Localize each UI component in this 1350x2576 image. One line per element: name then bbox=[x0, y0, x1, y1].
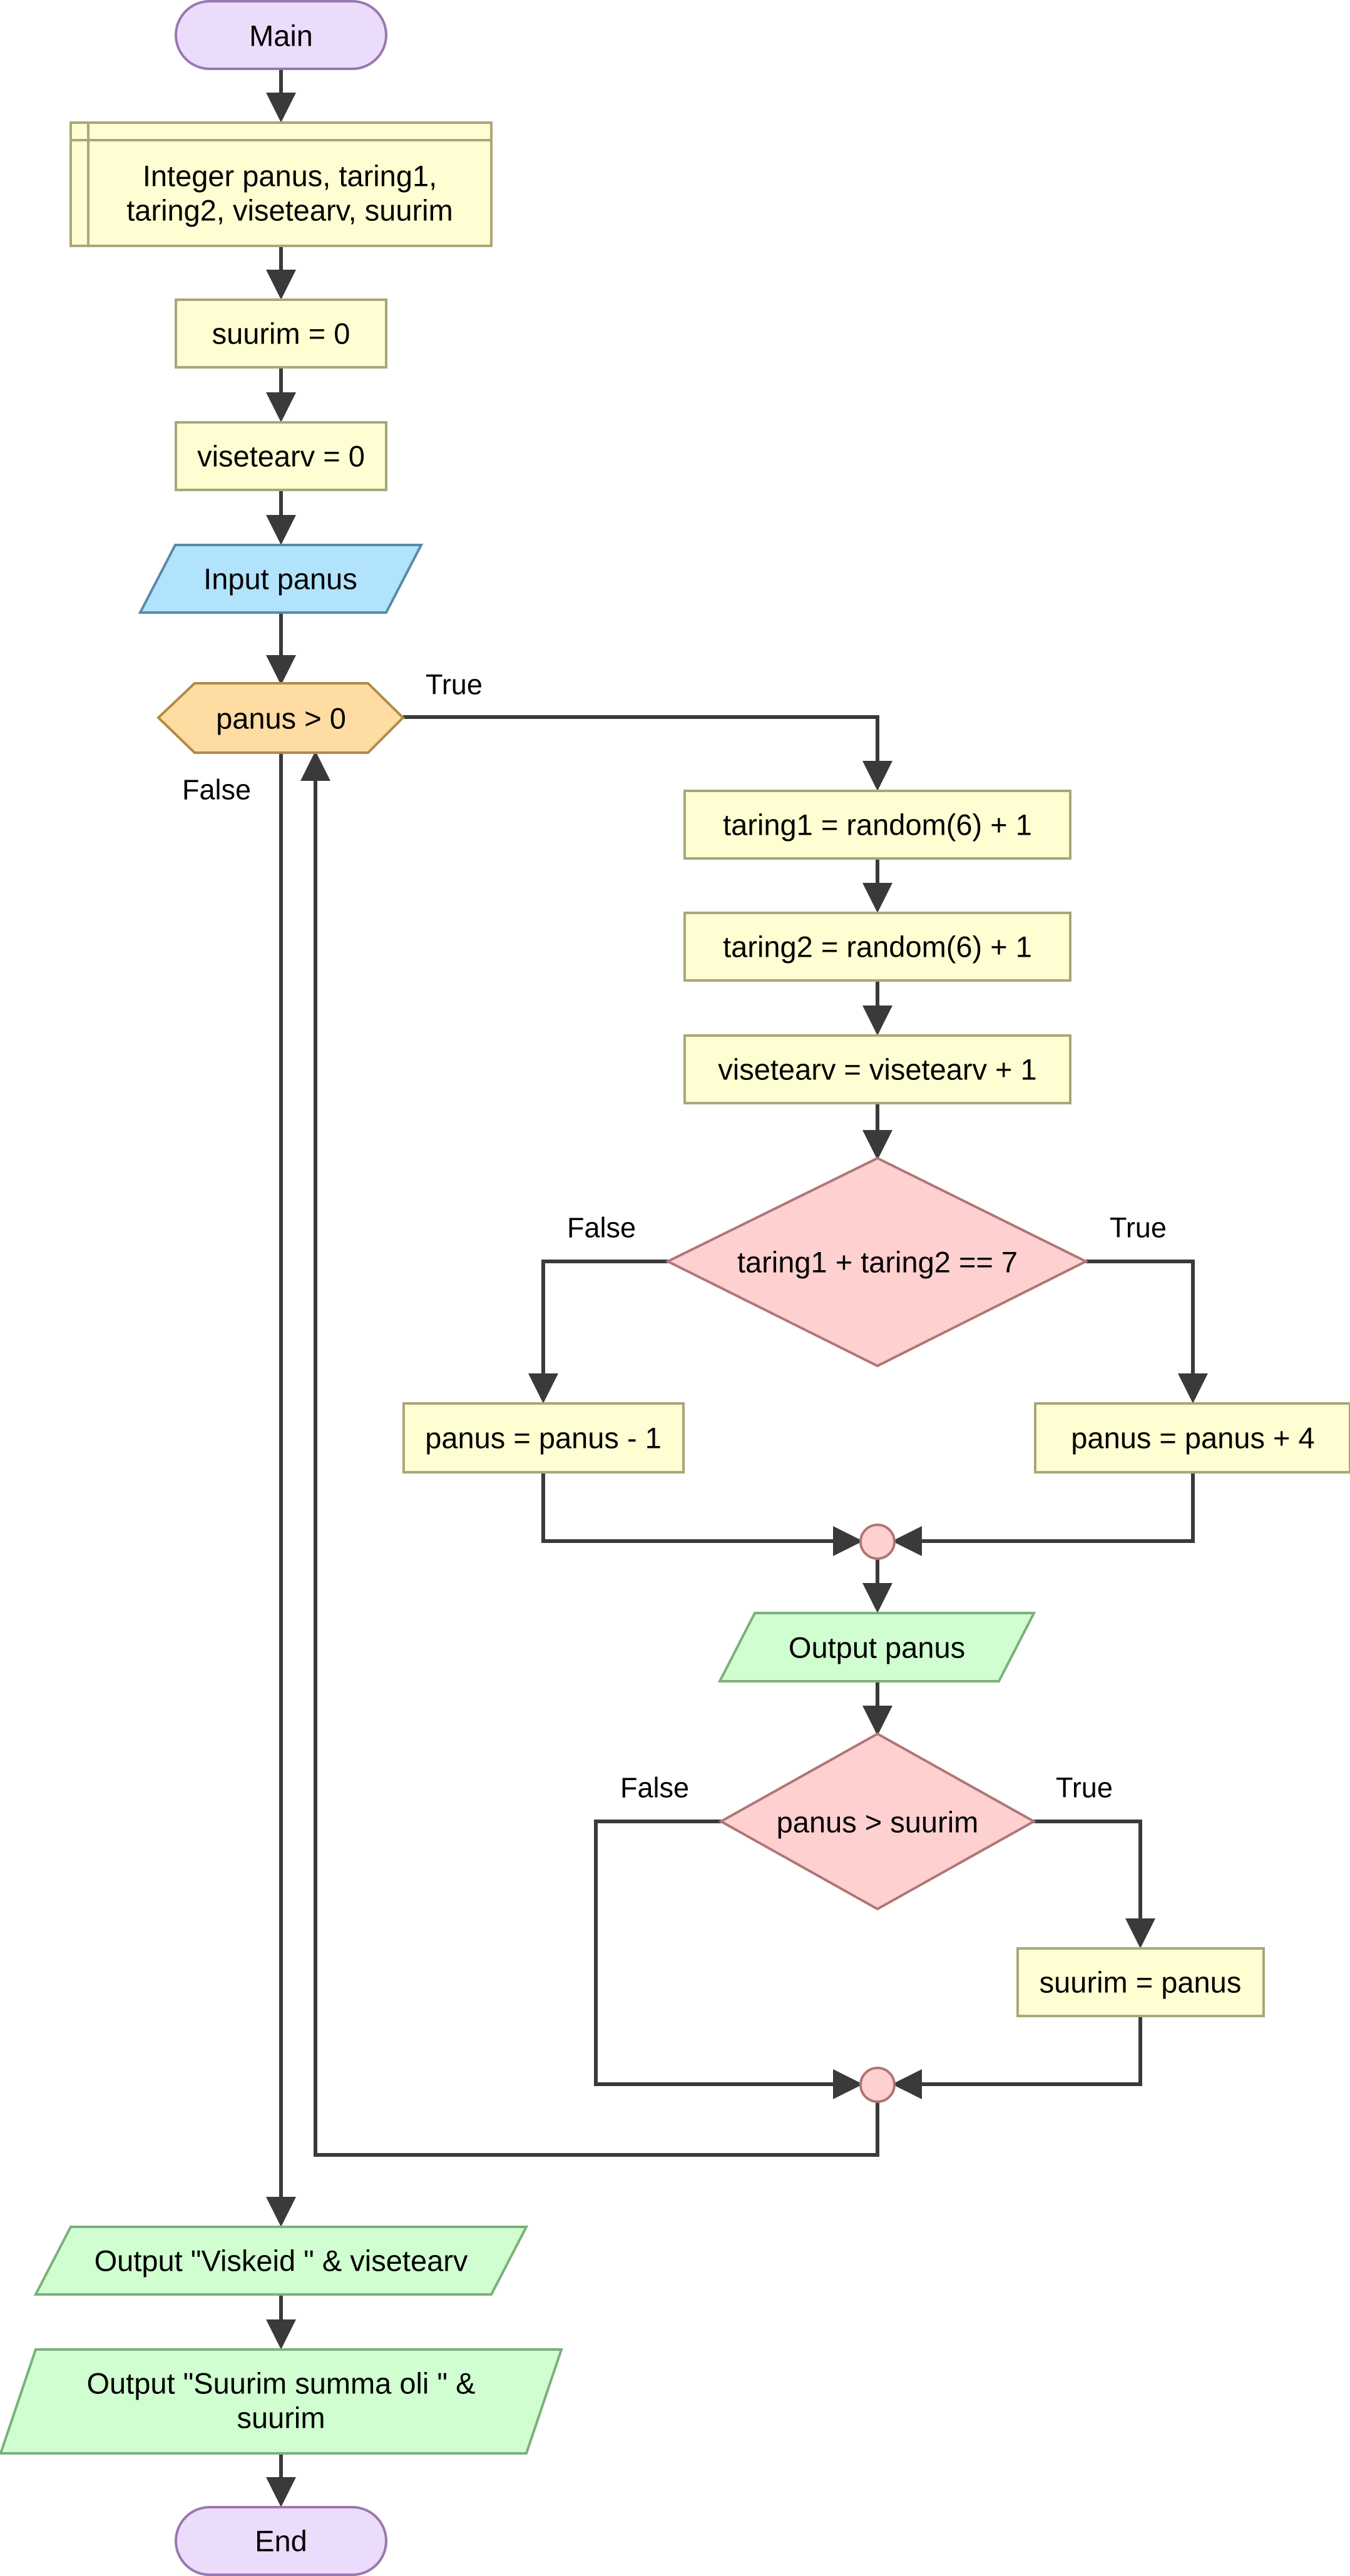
loop-false-label: False bbox=[182, 774, 251, 806]
visetearv-init-box: visetearv = 0 bbox=[175, 421, 387, 491]
suurim-init-box: suurim = 0 bbox=[175, 298, 387, 369]
visetearv-inc-label: visetearv = visetearv + 1 bbox=[718, 1053, 1036, 1086]
edge-if-max-true bbox=[1034, 1820, 1155, 1948]
end-terminal: End bbox=[175, 2506, 387, 2576]
output-suurim-line-2: suurim bbox=[237, 2401, 325, 2435]
panus-plus-label: panus = panus + 4 bbox=[1071, 1422, 1314, 1455]
output-viskeid-shape bbox=[33, 2226, 529, 2296]
visetearv-inc-box: visetearv = visetearv + 1 bbox=[683, 1034, 1071, 1104]
output-viskeid: Output "Viskeid " & visetearv bbox=[33, 2226, 529, 2296]
if-max-decision: panus > suurim bbox=[718, 1732, 1037, 1911]
output-panus-shape bbox=[717, 1612, 1036, 1683]
taring2-box: taring2 = random(6) + 1 bbox=[683, 912, 1071, 982]
if-seven-true-label: True bbox=[1110, 1212, 1167, 1244]
panus-minus-shape bbox=[402, 1402, 685, 1474]
if-max-true-label: True bbox=[1056, 1772, 1113, 1804]
loop-true-label: True bbox=[426, 669, 483, 701]
output-suurim: Output "Suurim summa oli " & suurim bbox=[0, 2348, 563, 2455]
suurim-init-label: suurim = 0 bbox=[212, 317, 350, 350]
if-seven-shape bbox=[665, 1156, 1089, 1368]
loop-condition-label: panus > 0 bbox=[216, 702, 346, 735]
output-suurim-line-1: Output "Suurim summa oli " & bbox=[86, 2367, 475, 2400]
visetearv-init-label: visetearv = 0 bbox=[197, 440, 365, 473]
taring1-box: taring1 = random(6) + 1 bbox=[683, 790, 1071, 860]
panus-minus-label: panus = panus - 1 bbox=[425, 1422, 662, 1455]
taring1-label: taring1 = random(6) + 1 bbox=[723, 808, 1032, 842]
declare-line-1: Integer panus, taring1, bbox=[143, 160, 437, 193]
if-seven-decision: taring1 + taring2 == 7 bbox=[665, 1156, 1089, 1368]
output-viskeid-label: Output "Viskeid " & visetearv bbox=[95, 2244, 468, 2278]
output-panus-label: Output panus bbox=[789, 1631, 965, 1664]
end-terminal-shape bbox=[175, 2506, 387, 2576]
input-panus: Input panus bbox=[138, 544, 424, 614]
visetearv-inc-shape bbox=[683, 1034, 1071, 1104]
edge-loop-true bbox=[403, 715, 892, 791]
edge-if-max-false bbox=[594, 1820, 863, 2099]
taring1-shape bbox=[683, 790, 1071, 860]
edge-if-seven-false bbox=[528, 1260, 668, 1403]
suurim-init-shape bbox=[175, 298, 387, 369]
taring2-label: taring2 = random(6) + 1 bbox=[723, 930, 1032, 964]
edge-if-seven-true bbox=[1086, 1260, 1208, 1403]
input-panus-label: Input panus bbox=[203, 563, 357, 596]
panus-plus-shape bbox=[1034, 1402, 1350, 1474]
suurim-panus-box: suurim = panus bbox=[1016, 1947, 1265, 2017]
loop-condition-shape bbox=[156, 682, 405, 754]
start-terminal-shape bbox=[175, 0, 387, 70]
declare-box-shape bbox=[69, 121, 493, 247]
output-panus: Output panus bbox=[717, 1612, 1036, 1683]
panus-plus-box: panus = panus + 4 bbox=[1034, 1402, 1350, 1474]
if-seven-false-label: False bbox=[567, 1212, 636, 1244]
connectors bbox=[266, 69, 1208, 2507]
merge-point-2 bbox=[859, 2067, 896, 2103]
if-max-false-label: False bbox=[620, 1772, 689, 1804]
edge-minus-to-merge bbox=[541, 1472, 863, 1556]
if-max-shape bbox=[718, 1732, 1037, 1911]
start-terminal-label: Main bbox=[249, 19, 313, 53]
start-terminal: Main bbox=[175, 0, 387, 70]
panus-minus-box: panus = panus - 1 bbox=[402, 1402, 685, 1474]
suurim-panus-label: suurim = panus bbox=[1040, 1966, 1242, 1999]
end-terminal-label: End bbox=[255, 2525, 307, 2558]
suurim-panus-shape bbox=[1016, 1947, 1265, 2017]
input-panus-shape bbox=[138, 544, 424, 614]
loop-condition: panus > 0 bbox=[156, 682, 405, 754]
merge-point-1 bbox=[859, 1524, 896, 1560]
edge-suurim-panus-to-merge bbox=[892, 2016, 1142, 2099]
taring2-shape bbox=[683, 912, 1071, 982]
declare-box: Integer panus, taring1, taring2, visetea… bbox=[69, 121, 493, 247]
output-suurim-shape bbox=[0, 2348, 563, 2455]
if-seven-label: taring1 + taring2 == 7 bbox=[737, 1246, 1018, 1279]
visetearv-init-shape bbox=[175, 421, 387, 491]
edge-loop-back bbox=[300, 751, 879, 2157]
if-max-label: panus > suurim bbox=[777, 1806, 979, 1839]
edge-plus-to-merge bbox=[892, 1472, 1195, 1556]
declare-line-2: taring2, visetearv, suurim bbox=[126, 194, 453, 227]
